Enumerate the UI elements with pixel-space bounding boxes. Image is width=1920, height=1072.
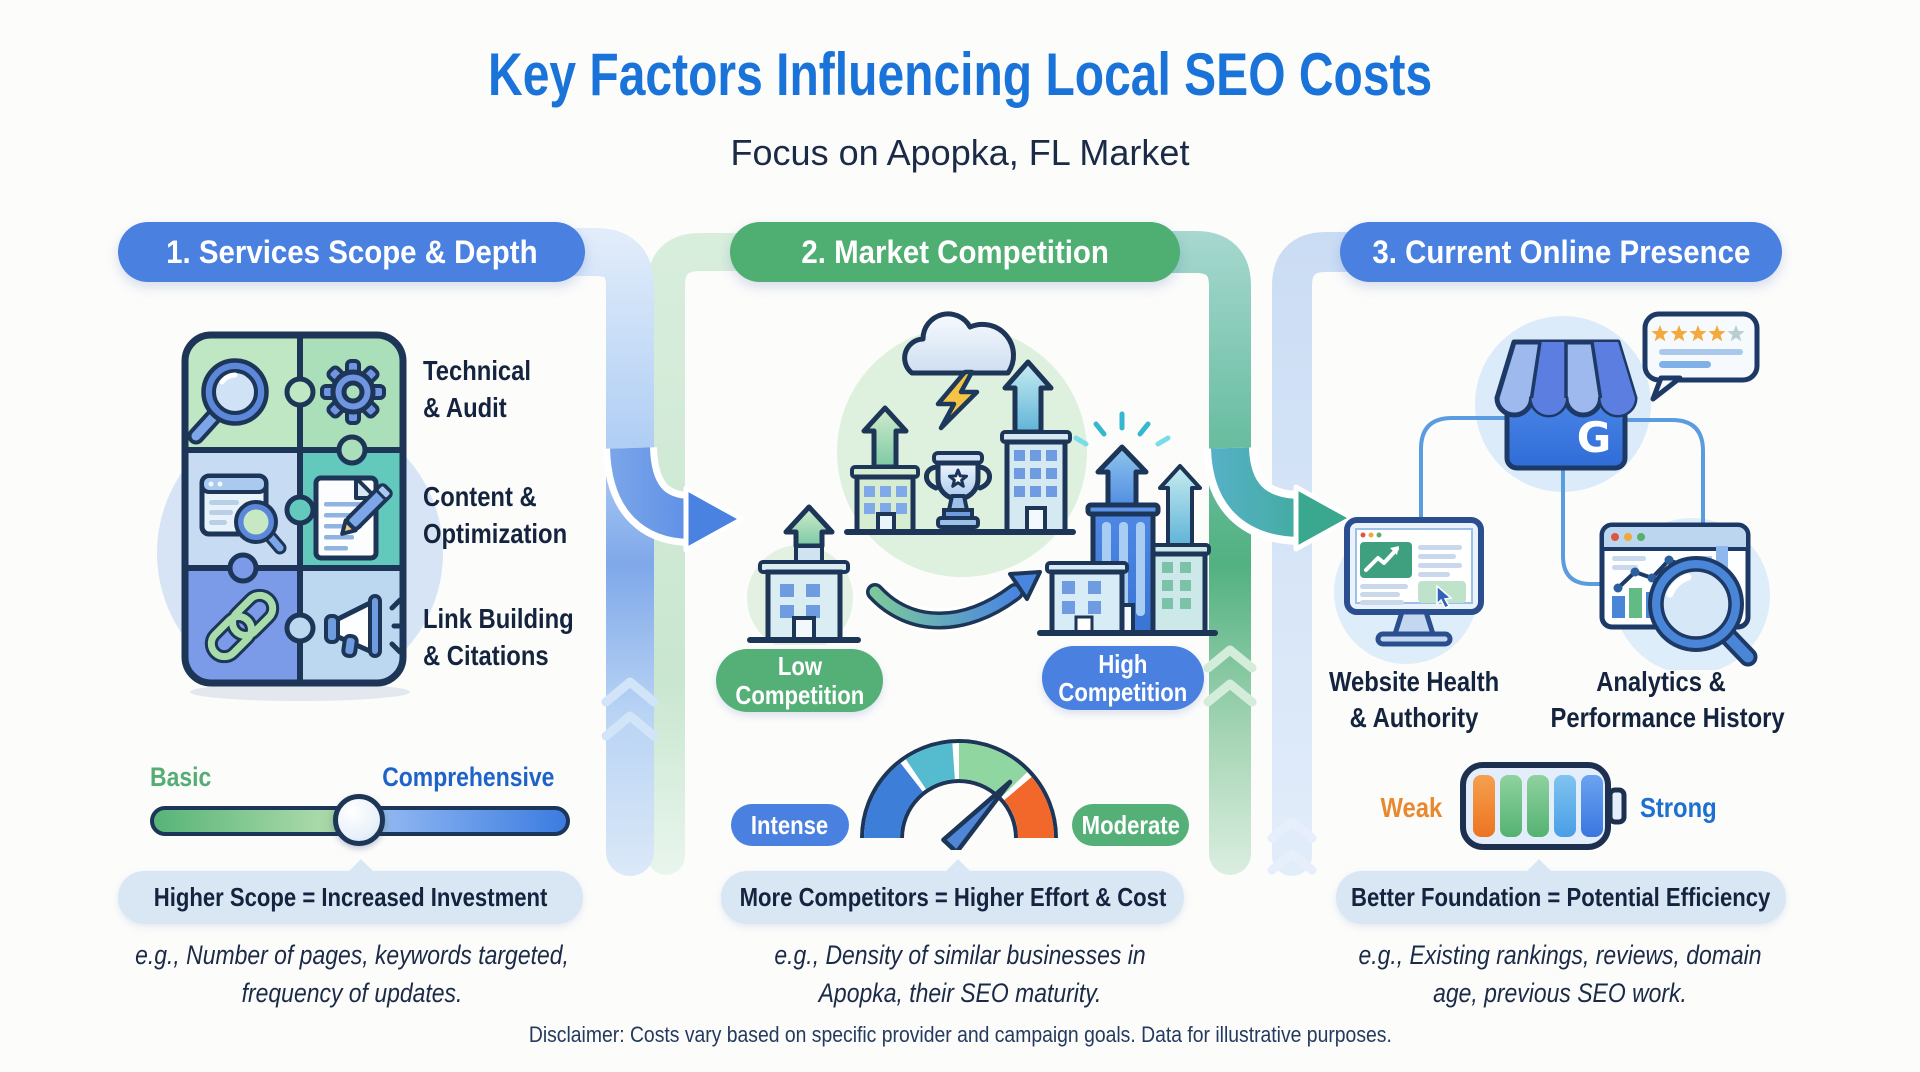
connector-wires [1419,416,1705,586]
website-monitor-icon [1344,517,1484,647]
caption-competitors-cost: More Competitors = Higher Effort & Cost [721,859,1184,924]
service-content-optimization: Content & Optimization [423,481,568,549]
header-market-competition: 2. Market Competition [730,222,1180,282]
chain-link-icon [204,588,280,664]
example-presence: e.g., Existing rankings, reviews, domain… [1358,940,1762,1008]
lightning-icon [935,369,980,431]
browser-audit-icon [199,473,287,555]
online-presence-illustration: G [1334,311,1770,670]
storm-cloud-icon [902,311,1016,431]
analytics-browser-icon [1599,522,1758,667]
google-business-storefront-icon: G [1494,339,1638,471]
header-services-scope: 1. Services Scope & Depth [118,222,585,282]
trophy-icon [924,451,992,529]
google-letter: G [1577,413,1611,462]
page-title: Key Factors Influencing Local SEO Costs [487,41,1433,108]
high-competition-buildings [1037,411,1218,636]
gauge-needle [941,779,1013,850]
star-rating-icons [1651,325,1745,342]
meter-label-weak: Weak [1380,792,1443,823]
slider-label-comprehensive: Comprehensive [382,762,555,792]
analysis-magnifier-icon [1648,556,1758,667]
gear-icon [320,359,386,425]
pipe-col1-right [516,228,654,876]
competition-gauge [860,739,1058,850]
label-analytics-history: Analytics & Performance History [1550,666,1785,733]
review-bubble-icon [1642,311,1760,402]
example-competition: e.g., Density of similar businesses in A… [774,940,1146,1008]
service-link-building: Link Building & Citations [423,603,574,671]
cursor-icon [1436,584,1453,610]
magnifier-icon [187,358,269,445]
pipe-col2-right [1127,231,1251,875]
example-scope: e.g., Number of pages, keywords targeted… [135,940,569,1008]
page-subtitle: Focus on Apopka, FL Market [730,132,1190,173]
scope-slider-handle[interactable] [333,794,385,846]
competitor-building-green [850,405,920,535]
slider-label-basic: Basic [150,762,212,792]
caption-scope-investment: Higher Scope = Increased Investment [118,859,583,924]
low-competition-building [747,504,861,643]
disclaimer-text: Disclaimer: Costs vary based on specific… [528,1022,1392,1047]
market-competition-illustration [747,311,1218,645]
meter-label-strong: Strong [1640,792,1717,823]
foundation-battery-icon [1460,762,1627,850]
service-technical-audit: Technical & Audit [423,355,532,423]
document-pencil-icon [313,475,393,561]
header-online-presence: 3. Current Online Presence [1340,222,1782,282]
growth-curve-arrow [866,570,1042,633]
gauge-label-intense: Intense [731,804,849,846]
pipe-col2-left [647,233,791,875]
label-website-health: Website Health & Authority [1329,666,1500,733]
caption-foundation-efficiency: Better Foundation = Potential Efficiency [1336,859,1786,924]
arrow-to-column3 [1203,446,1355,552]
arrow-to-column2 [603,446,745,553]
services-puzzle-illustration [157,331,443,701]
gauge-label-moderate: Moderate [1072,804,1189,846]
pipe-col3-left [1272,232,1452,876]
competitor-building-blue [1000,359,1072,535]
megaphone-icon [324,594,407,659]
